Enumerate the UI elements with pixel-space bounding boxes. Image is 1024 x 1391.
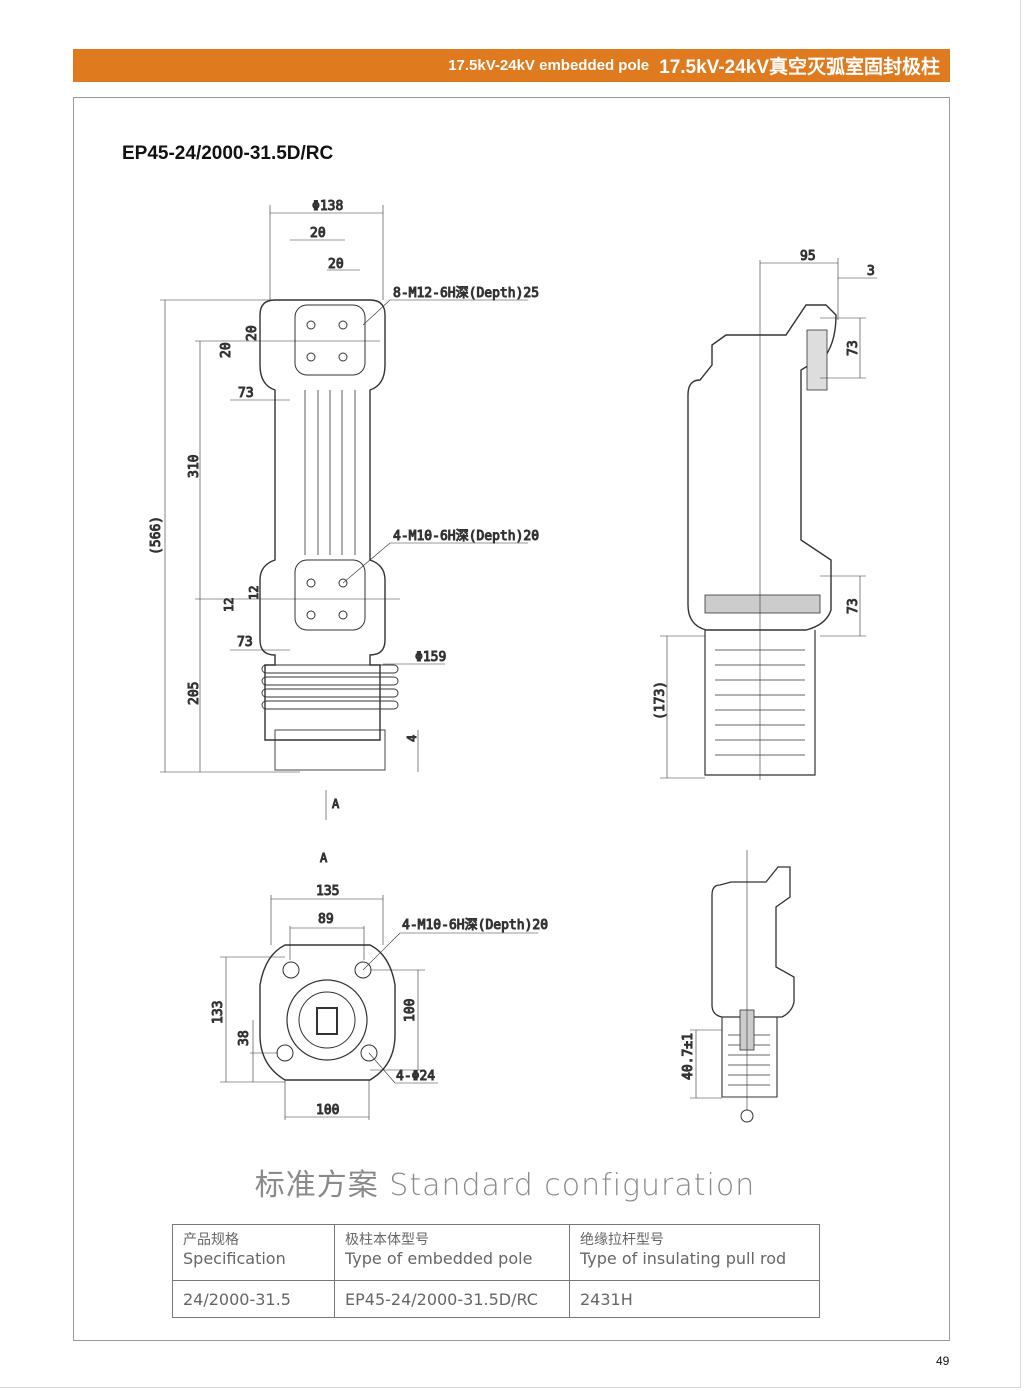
table-cell: EP45-24/2000-31.5D/RC bbox=[334, 1280, 570, 1318]
dim-label: 20 bbox=[310, 226, 326, 241]
header-en: Type of embedded pole bbox=[345, 1249, 533, 1268]
dim-label: 40.7±1 bbox=[681, 1033, 696, 1080]
dim-label: 4-Φ24 bbox=[396, 1069, 435, 1084]
dim-label: 73 bbox=[238, 386, 254, 401]
dim-label: 38 bbox=[237, 1030, 252, 1046]
dim-label: 4-M10-6H深(Depth)20 bbox=[393, 529, 539, 544]
dim-label: 12 bbox=[222, 598, 236, 612]
header-cn: 产品规格 bbox=[183, 1232, 239, 1248]
small-side-view: 40.7±1 bbox=[681, 850, 795, 1123]
dim-label: 8-M12-6H深(Depth)25 bbox=[393, 286, 539, 301]
dim-label: 95 bbox=[800, 249, 816, 264]
dim-label: 73 bbox=[846, 598, 861, 614]
bottom-view: A 135 89 4-M10-6H深(Depth)20 133 38 100 4… bbox=[211, 851, 549, 1120]
dim-label: 20 bbox=[328, 257, 344, 272]
dim-label: 12 bbox=[247, 586, 261, 600]
dim-label: (173) bbox=[653, 681, 668, 720]
front-view: Φ138 20 20 8-M12-6H深(Depth)25 20 20 73 3… bbox=[149, 199, 540, 820]
content-frame bbox=[73, 97, 950, 1341]
dim-label: 73 bbox=[237, 635, 253, 650]
page-number: 49 bbox=[936, 1354, 950, 1368]
dim-label: A bbox=[320, 851, 328, 865]
dim-label: (566) bbox=[149, 516, 164, 555]
header-title-en: 17.5kV-24kV embedded pole bbox=[448, 57, 650, 74]
header-en: Type of insulating pull rod bbox=[580, 1249, 787, 1268]
side-view: 95 3 73 73 (173) bbox=[653, 249, 877, 780]
dim-label: 100 bbox=[316, 1103, 339, 1118]
table-cell: 24/2000-31.5 bbox=[172, 1280, 335, 1318]
dim-label: 135 bbox=[316, 884, 339, 899]
model-title: EP45-24/2000-31.5D/RC bbox=[122, 143, 334, 164]
dim-label: 4-M10-6H深(Depth)20 bbox=[402, 918, 548, 933]
header-cn: 极柱本体型号 bbox=[345, 1232, 429, 1248]
dim-label: 73 bbox=[846, 340, 861, 356]
table-cell: 2431H bbox=[569, 1280, 820, 1318]
dim-label: Φ159 bbox=[415, 650, 446, 665]
dim-label: 310 bbox=[187, 455, 202, 478]
header-en: Specification bbox=[183, 1249, 286, 1268]
dim-label: A bbox=[332, 797, 340, 811]
header-banner: 17.5kV-24kV embedded pole 17.5kV-24kV真空灭… bbox=[73, 49, 950, 82]
dim-label: 100 bbox=[403, 999, 418, 1022]
dim-label: 20 bbox=[219, 342, 234, 358]
dim-label: 20 bbox=[245, 325, 260, 341]
caption: 标准方案 Standard configuration bbox=[254, 1168, 756, 1203]
header-cn: 绝缘拉杆型号 bbox=[580, 1232, 664, 1248]
dim-label: 133 bbox=[211, 1001, 226, 1024]
table-row: 24/2000-31.5 EP45-24/2000-31.5D/RC 2431H bbox=[172, 1280, 820, 1318]
dim-label: 4 bbox=[405, 735, 419, 742]
dim-label: 205 bbox=[187, 682, 202, 705]
dim-label: Φ138 bbox=[312, 199, 343, 214]
header-title-cn: 17.5kV-24kV真空灭弧室固封极柱 bbox=[659, 57, 940, 78]
dim-label: 3 bbox=[867, 264, 875, 279]
dim-label: 89 bbox=[318, 912, 334, 927]
